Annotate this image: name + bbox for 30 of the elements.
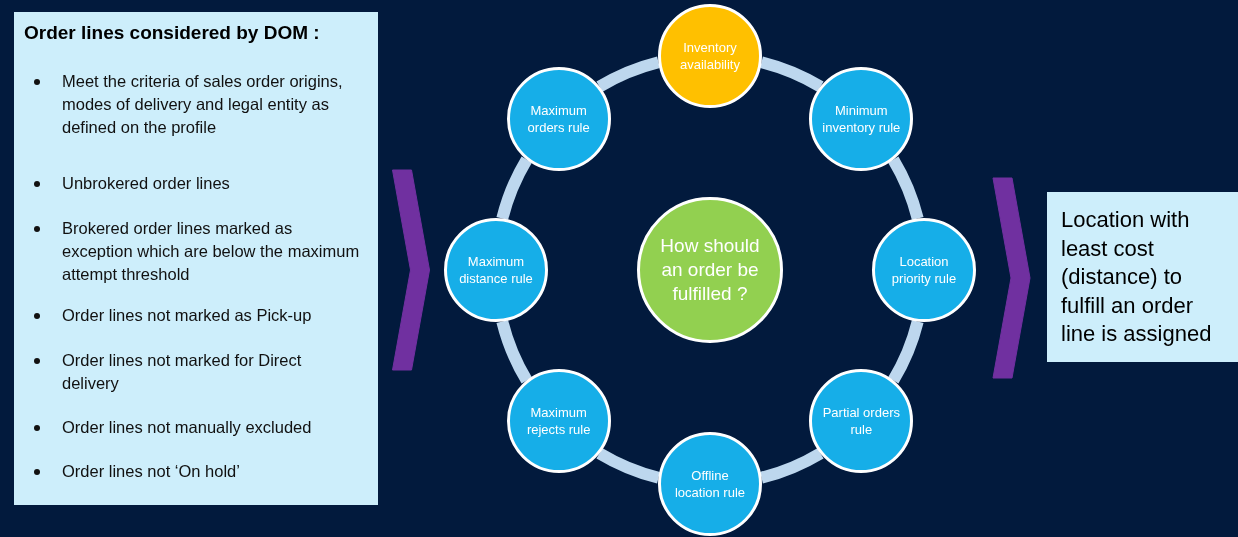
ring-connector xyxy=(888,319,924,384)
bullet-text: Order lines not marked for Direct delivery xyxy=(62,350,303,394)
circle-label: Maximum rejects rule xyxy=(525,404,592,439)
bullet-text: Order lines not ‘On hold’ xyxy=(62,461,241,482)
result-panel xyxy=(1047,192,1238,362)
circle-label: Maximum orders rule xyxy=(526,101,591,136)
bullet-text: Unbrokered order lines xyxy=(62,173,231,194)
chevron-arrow xyxy=(392,169,430,371)
ring-connector xyxy=(596,448,661,484)
circle-label: Offline location rule xyxy=(673,467,747,501)
circle-label: How should an order be fulfilled ? xyxy=(659,234,761,306)
bullet-text: Order lines not manually excluded xyxy=(62,417,313,438)
chevron-arrow xyxy=(992,177,1031,379)
circle-label: Inventory availability xyxy=(679,39,741,73)
ring-connector xyxy=(759,56,824,92)
ring-connector xyxy=(759,448,824,484)
result-text: Location with least cost (distance) to fulfill an order line is assigned xyxy=(1061,206,1213,348)
ring-connector xyxy=(596,56,661,92)
panel-heading: Order lines considered by DOM : xyxy=(24,22,320,44)
ring-connector xyxy=(888,156,924,221)
criteria-panel xyxy=(14,12,378,505)
ring-connector xyxy=(496,156,532,221)
bullet-text: Brokered order lines marked as exception which are below the maximum attempt threshold xyxy=(62,218,361,285)
circle-label: Location priority rule xyxy=(890,253,958,287)
circle-label: Minimum inventory rule xyxy=(821,101,902,136)
circle-label: Maximum distance rule xyxy=(458,253,534,287)
circle-label: Partial orders rule xyxy=(821,404,901,439)
ring-connector xyxy=(496,319,532,384)
bullet-text: Meet the criteria of sales order origins, modes of delivery and legal entity as defined on the profile xyxy=(62,71,344,138)
bullet-text: Order lines not marked as Pick-up xyxy=(62,305,313,326)
